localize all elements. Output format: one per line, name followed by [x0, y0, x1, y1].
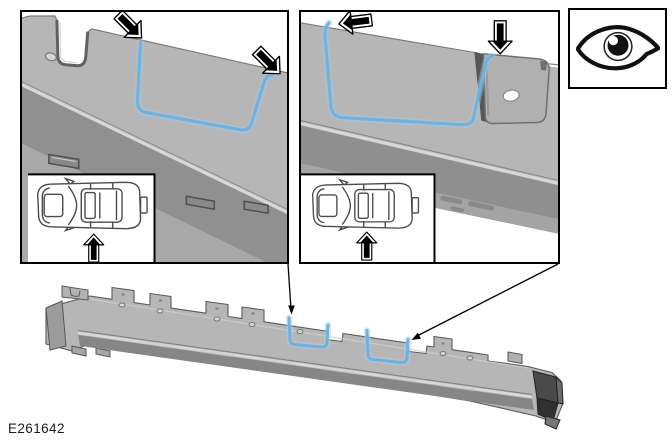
view-direction-indicator	[568, 8, 667, 89]
panel-slots	[48, 153, 269, 215]
vehicle-location-inset	[27, 173, 156, 262]
sealer-line	[135, 40, 275, 132]
tab-holes	[121, 293, 445, 345]
eye-icon	[575, 24, 660, 70]
sealer-detail-right	[299, 10, 560, 264]
panel-hole	[44, 52, 57, 62]
embossed-marks	[440, 195, 494, 213]
leader-line-right	[411, 263, 559, 340]
leader-line-left	[287, 263, 295, 315]
sealer-highlight-regions	[285, 314, 412, 366]
panel-rib-highlights	[139, 340, 476, 392]
vehicle-top-view-icon	[311, 179, 420, 231]
sealer-line	[323, 21, 494, 127]
end-cap	[532, 370, 564, 430]
sealer-detail-right-drawing	[301, 12, 558, 262]
sill-reinforcement-panel	[45, 285, 564, 430]
bent-tab	[482, 53, 550, 125]
vehicle-top-view-icon	[37, 177, 148, 232]
sealer-detail-left-drawing	[22, 12, 287, 262]
sealer-detail-left	[20, 10, 289, 264]
vehicle-location-inset	[301, 173, 436, 262]
panel-hole	[502, 89, 520, 102]
figure-reference-label: E261642	[8, 421, 65, 436]
callout-arrow	[487, 20, 513, 55]
flange-holes	[118, 302, 474, 361]
